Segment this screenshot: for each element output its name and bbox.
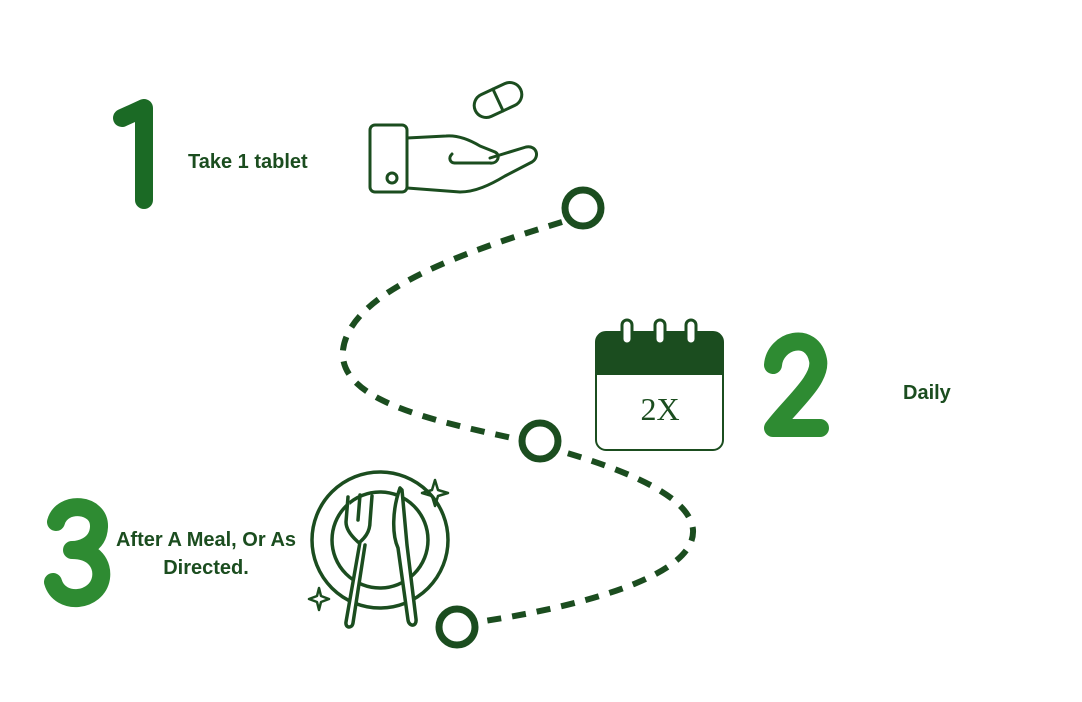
- calendar-text: 2X: [640, 391, 679, 427]
- step-number-2: [764, 332, 829, 437]
- step-2-text: Daily: [903, 382, 951, 404]
- waypoint-ring-2: [518, 419, 562, 463]
- step-1-text: Take 1 tablet: [188, 151, 308, 173]
- step-3-text: After A Meal, Or As Directed.: [108, 526, 304, 582]
- step-number-1: [113, 99, 153, 209]
- step-number-3: [44, 498, 111, 607]
- plate-fork-knife-icon: [307, 470, 450, 629]
- hand-pill-icon: [368, 81, 539, 194]
- step-3-text-line2: Directed.: [163, 557, 249, 579]
- calendar-icon: 2X: [595, 318, 724, 451]
- waypoint-ring-1: [561, 186, 605, 230]
- step-3-text-line1: After A Meal, Or As: [115, 529, 297, 551]
- dashed-path: [339, 219, 697, 625]
- waypoint-ring-3: [435, 605, 479, 649]
